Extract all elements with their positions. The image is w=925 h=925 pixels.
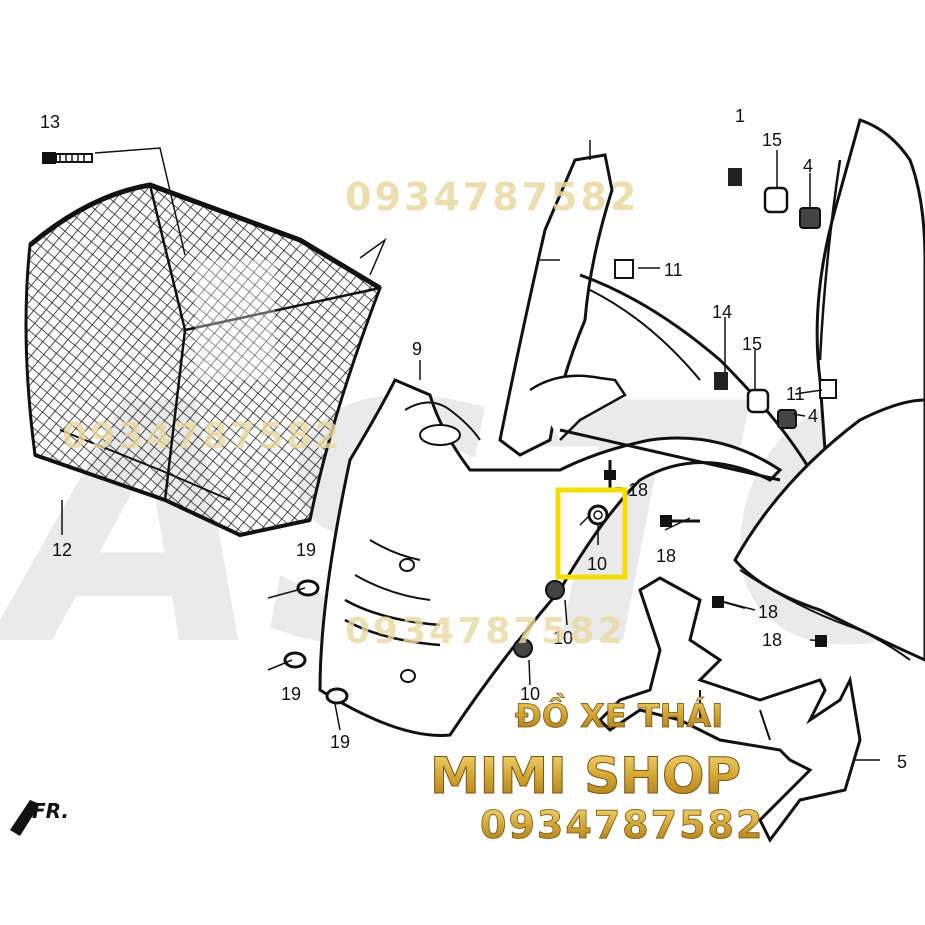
screw-18 [604, 460, 827, 647]
callout-18d: 18 [762, 630, 782, 650]
callout-14: 14 [712, 302, 732, 322]
front-side-panel [733, 118, 925, 662]
callout-10b: 10 [553, 628, 573, 648]
callout-18: 18 [628, 480, 648, 500]
callout-15: 15 [762, 130, 782, 150]
callout-5: 5 [897, 752, 907, 772]
callout-10c: 10 [520, 684, 540, 704]
callout-19b: 19 [281, 684, 301, 704]
callout-leaders [267, 150, 880, 761]
callout-4b: 4 [808, 406, 818, 426]
shop-tagline: ĐỒ XE THÁI [515, 692, 723, 735]
nut-10 [513, 504, 609, 658]
callout-10: 10 [587, 554, 607, 574]
front-cover-stem [498, 140, 812, 482]
watermark-phone-lower: 0934787582 [345, 611, 626, 652]
callout-4: 4 [803, 156, 813, 176]
washer-19 [283, 579, 349, 705]
highlight-box [555, 487, 628, 580]
leader-line [359, 237, 387, 276]
shop-name: MIMI SHOP [430, 747, 741, 805]
callout-15b: 15 [742, 334, 762, 354]
callout-12: 12 [52, 540, 72, 560]
front-inner-cover [318, 378, 783, 737]
callout-13: 13 [40, 112, 60, 132]
callout-9: 9 [412, 339, 422, 359]
front-basket [24, 182, 382, 538]
clip-11 [614, 259, 837, 399]
front-direction-marker: FR. [10, 799, 69, 836]
callout-1: 1 [735, 106, 745, 126]
callout-11: 11 [664, 260, 683, 280]
front-marker-label: FR. [32, 799, 69, 823]
bracket-5 [597, 576, 862, 843]
shop-phone: 0934787582 [480, 803, 764, 847]
bolt-13 [42, 152, 93, 164]
callout-19c: 19 [330, 732, 350, 752]
callout-11b: 11 [786, 384, 805, 404]
bushing-15 [746, 186, 789, 414]
callout-18c: 18 [758, 602, 778, 622]
callout-19: 19 [296, 540, 316, 560]
leader-line [94, 147, 186, 256]
callout-18b: 18 [656, 546, 676, 566]
screw-14 [714, 168, 742, 390]
watermark-phone-top: 0934787582 [345, 175, 639, 219]
watermark-phone-middle: 0934787582 [62, 416, 343, 457]
